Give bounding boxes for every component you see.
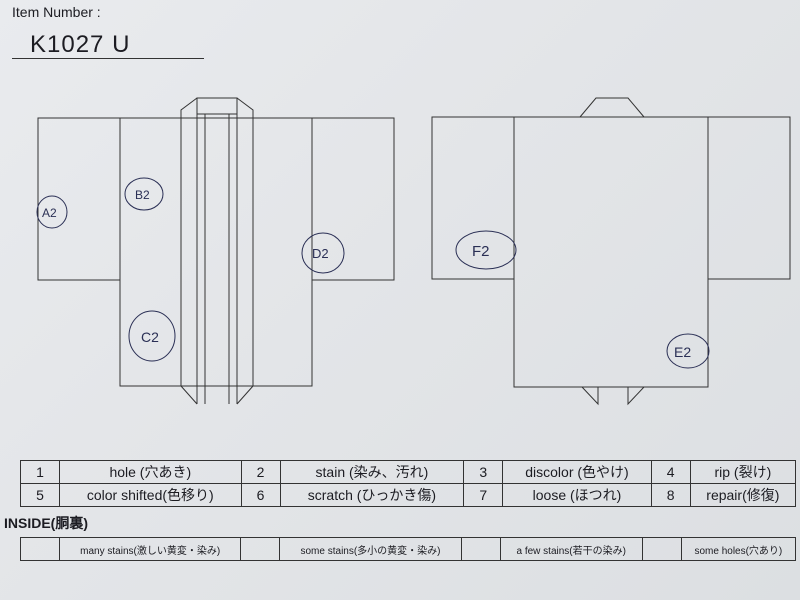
mark-e2-label: E2 — [674, 344, 691, 360]
inside-condition-table: many stains(激しい黄変・染み) some stains(多小の黄変・… — [20, 537, 797, 561]
front-body — [119, 117, 313, 387]
mark-e2: E2 — [666, 333, 710, 369]
defect-number: 8 — [650, 483, 691, 507]
back-hem-tabs — [581, 386, 645, 406]
inside-condition-label: a few stains(若干の染み) — [499, 537, 643, 561]
defect-label: discolor (色やけ) — [502, 460, 652, 484]
mark-f2: F2 — [455, 230, 517, 270]
inside-checkbox — [641, 537, 682, 561]
haori-diagram: A2 B2 C2 D2 F2 E2 — [36, 97, 791, 406]
front-left-sleeve — [37, 117, 121, 281]
back-view: F2 E2 — [431, 97, 791, 406]
mark-d2: D2 — [301, 232, 345, 274]
back-right-sleeve — [707, 116, 791, 280]
back-collar — [579, 97, 645, 118]
defect-number: 1 — [20, 460, 60, 484]
defect-label: loose (ほつれ) — [502, 483, 652, 507]
defect-number: 6 — [240, 483, 281, 507]
defect-number: 2 — [240, 460, 281, 484]
inside-condition-label: many stains(激しい黄変・染み) — [58, 537, 242, 561]
item-number-value: K1027 U — [30, 31, 131, 58]
defect-legend-table: 1 hole (穴あき) 2 stain (染み、汚れ) 3 discolor … — [20, 460, 797, 507]
back-body — [513, 116, 709, 388]
defect-label: stain (染み、汚れ) — [279, 460, 465, 484]
inside-checkbox — [460, 537, 501, 561]
mark-d2-label: D2 — [312, 246, 329, 261]
inside-checkbox — [20, 537, 60, 561]
inside-condition-label: some stains(多小の黄変・染み) — [279, 537, 462, 561]
mark-c2: C2 — [128, 310, 176, 362]
mark-f2-label: F2 — [472, 243, 490, 260]
mark-a2: A2 — [36, 195, 68, 229]
inside-checkbox — [240, 537, 281, 561]
inside-condition-label: some holes(穴あり) — [680, 537, 797, 561]
front-view: A2 B2 C2 D2 — [36, 97, 395, 405]
defect-number: 5 — [20, 483, 60, 507]
defect-label: rip (裂け) — [689, 460, 797, 484]
mark-a2-label: A2 — [42, 206, 57, 220]
defect-number: 7 — [463, 483, 504, 507]
inside-section-title: INSIDE(胴裏) — [4, 515, 88, 531]
item-number-underline — [12, 58, 204, 59]
defect-label: hole (穴あき) — [59, 460, 242, 484]
defect-number: 3 — [463, 460, 504, 484]
inside-condition-row: many stains(激しい黄変・染み) some stains(多小の黄変・… — [20, 537, 797, 561]
defect-number: 4 — [650, 460, 691, 484]
item-number-label: Item Number : — [12, 4, 101, 20]
defect-legend-row: 5 color shifted(色移り) 6 scratch (ひっかき傷) 7… — [20, 483, 797, 507]
mark-c2-label: C2 — [141, 329, 159, 345]
mark-b2: B2 — [124, 177, 164, 211]
mark-b2-label: B2 — [135, 188, 150, 202]
defect-label: repair(修復) — [689, 483, 797, 507]
defect-label: color shifted(色移り) — [59, 483, 242, 507]
defect-label: scratch (ひっかき傷) — [279, 483, 465, 507]
defect-legend-row: 1 hole (穴あき) 2 stain (染み、汚れ) 3 discolor … — [20, 460, 797, 484]
front-collar — [180, 97, 254, 405]
